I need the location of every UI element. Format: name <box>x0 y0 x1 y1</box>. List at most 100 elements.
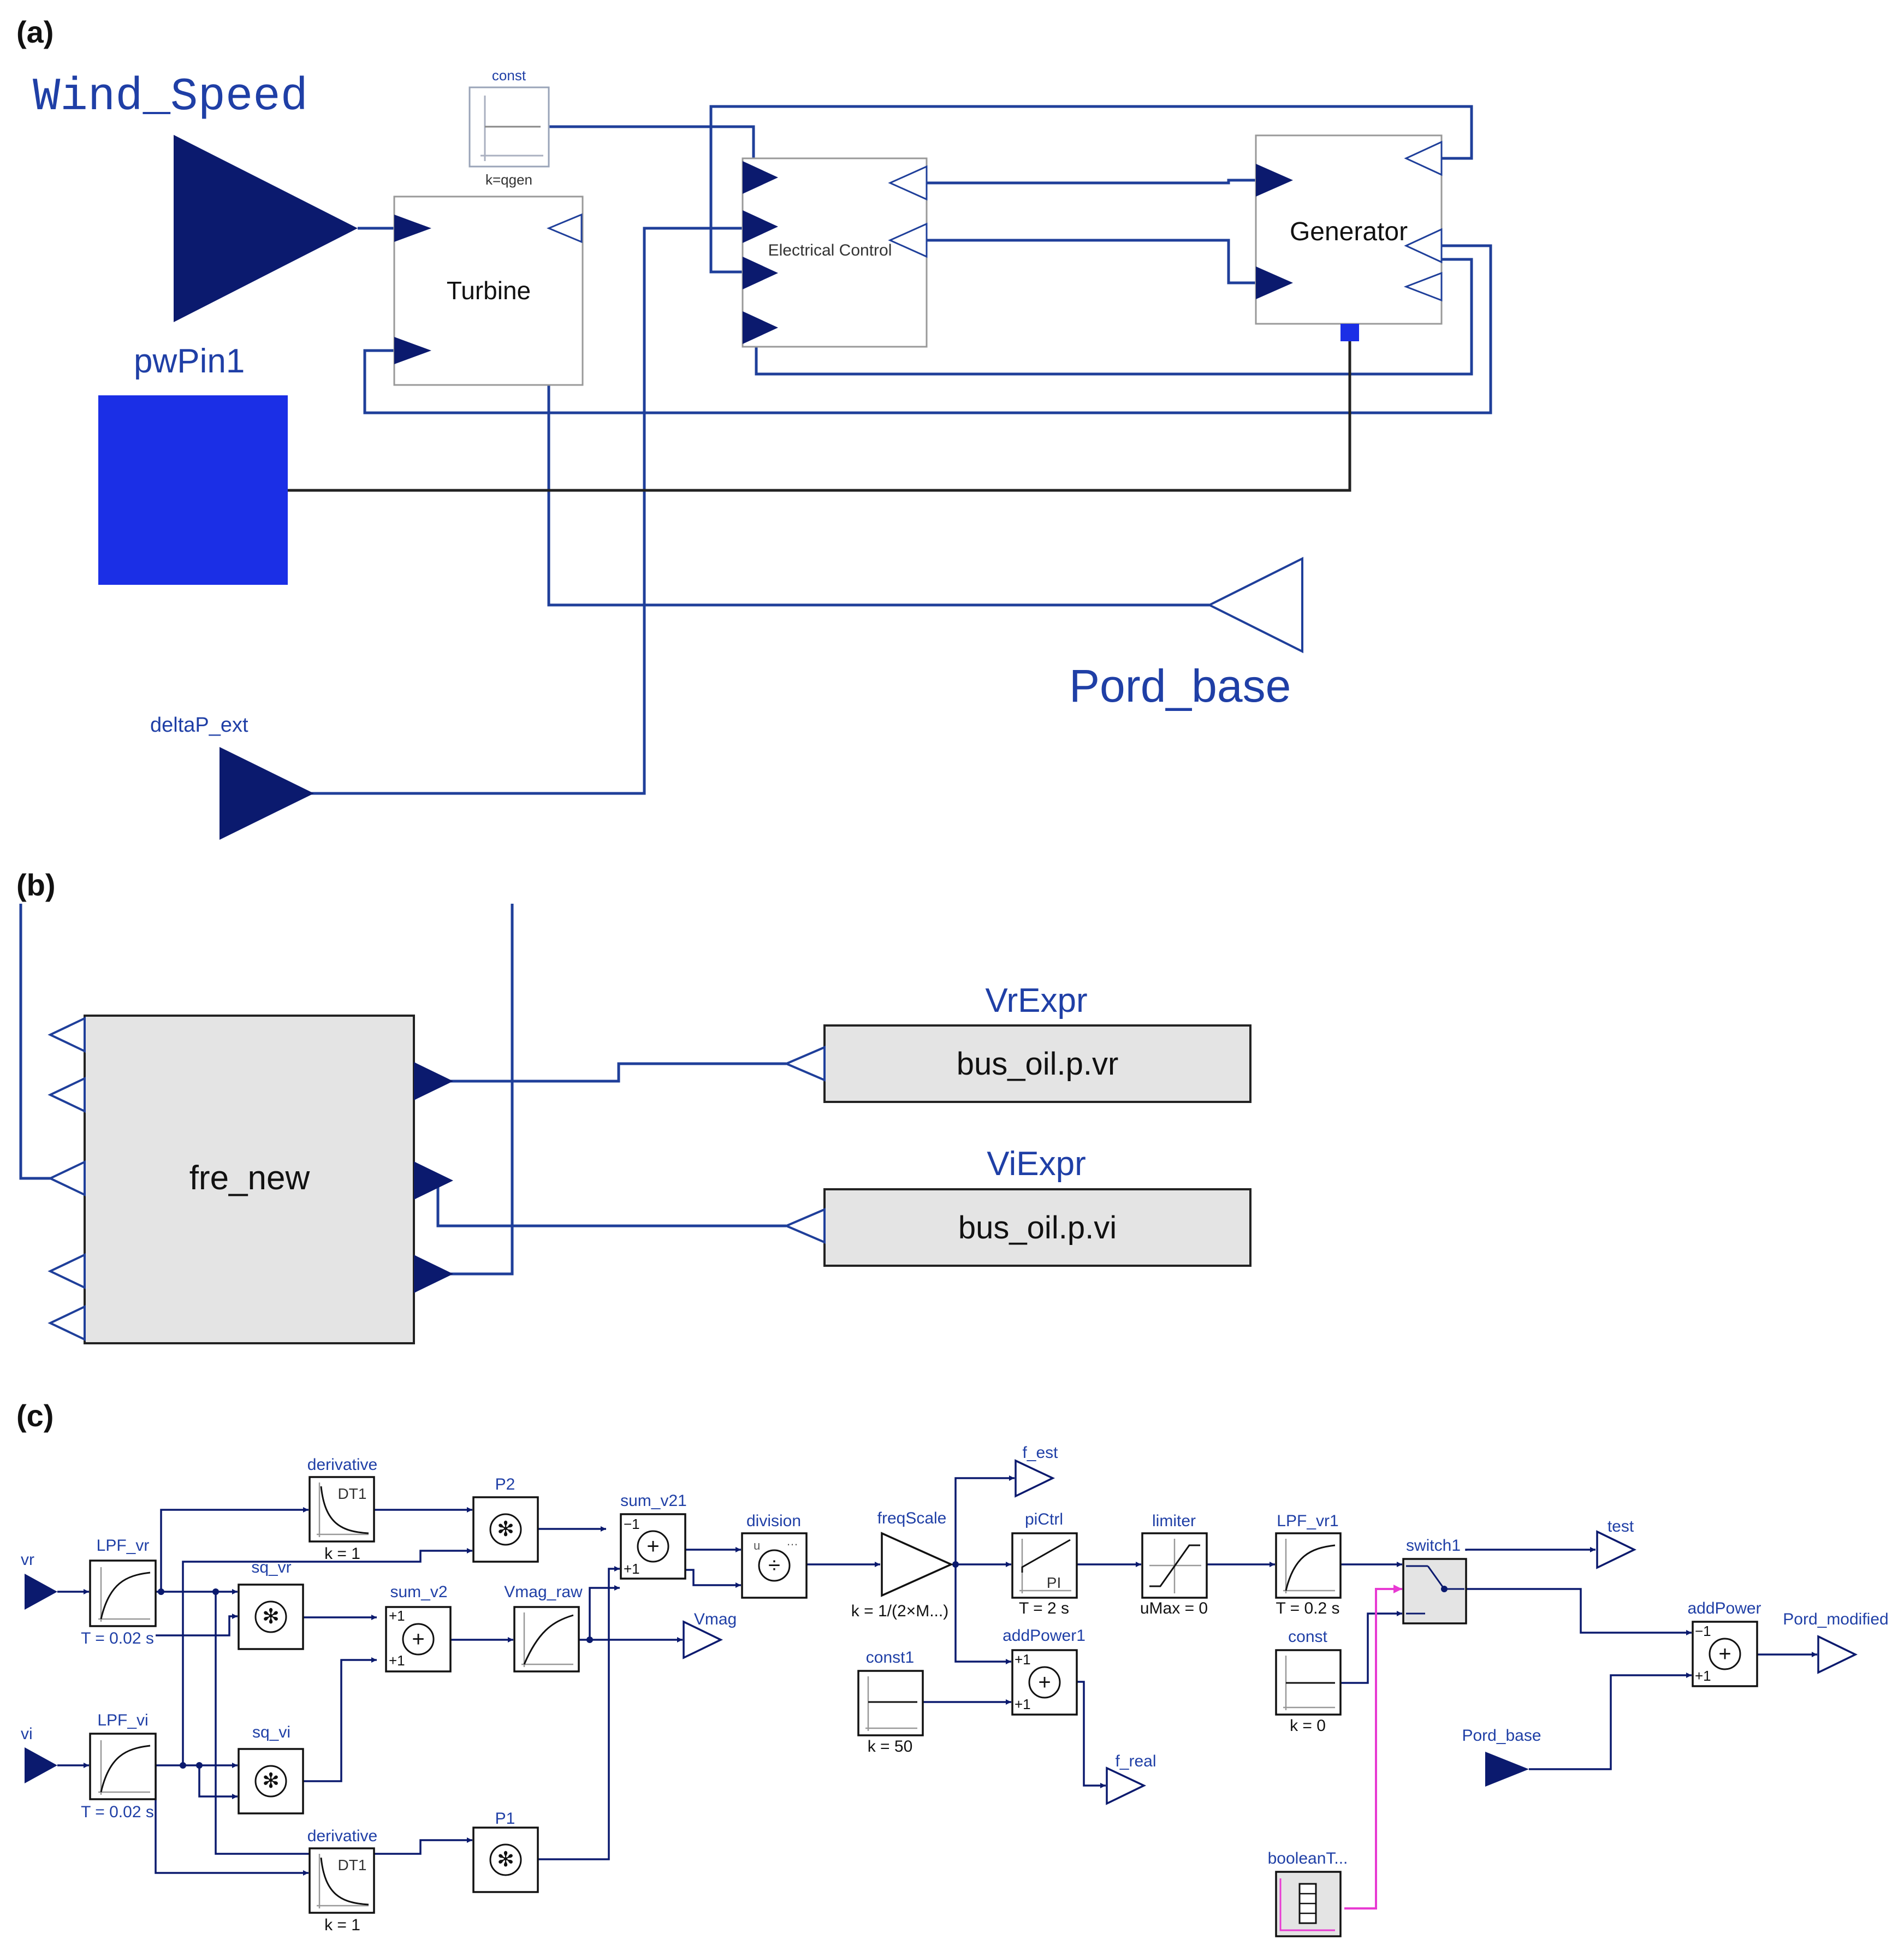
derivative-top-dt1: DT1 <box>338 1485 367 1502</box>
const1-block[interactable] <box>857 1670 924 1736</box>
const-c-block[interactable] <box>1275 1649 1342 1716</box>
pord-modified-label: Pord_modified <box>1783 1610 1888 1628</box>
division-block[interactable]: ÷ u … <box>741 1532 808 1599</box>
deltap-ext-input[interactable] <box>220 747 314 840</box>
pictrl-param: T = 2 s <box>1019 1599 1069 1617</box>
generator-pin[interactable] <box>1340 324 1359 341</box>
freqscale-label: freqScale <box>877 1509 947 1527</box>
generator-label: Generator <box>1290 217 1408 246</box>
sq-vi-label: sq_vi <box>252 1723 290 1741</box>
addpower-block[interactable]: + <box>1692 1621 1758 1687</box>
panel-b: (b) fre_new VrExpr bus_oil.p.vr ViExpr <box>16 868 1251 1344</box>
limiter-block[interactable] <box>1141 1532 1208 1599</box>
svg-text:✻: ✻ <box>497 1848 514 1871</box>
pictrl-pi: PI <box>1047 1574 1061 1591</box>
sum-v21-block[interactable]: + <box>620 1513 686 1580</box>
lpf-vr1-block[interactable] <box>1275 1532 1342 1599</box>
p2-block[interactable]: ✻ <box>472 1496 539 1563</box>
const-a-label: const <box>492 67 526 84</box>
wire-ec-to-gen2 <box>927 239 1256 284</box>
pwpin-block[interactable] <box>98 395 288 585</box>
sq-vi-block[interactable]: ✻ <box>238 1748 304 1814</box>
sum-v21-sign-bottom: +1 <box>624 1561 640 1577</box>
vr-expr-block[interactable] <box>783 1024 1251 1103</box>
turbine-block[interactable] <box>393 195 584 386</box>
electrical-control-block[interactable] <box>742 157 928 348</box>
lpf-vi-label: LPF_vi <box>97 1711 148 1729</box>
wire-vr-to-fre <box>449 1062 786 1083</box>
lpf-vi-block[interactable] <box>89 1733 157 1800</box>
sum-v2-block[interactable]: + <box>385 1606 452 1673</box>
vi-input[interactable] <box>25 1747 57 1783</box>
svg-text:+: + <box>1718 1642 1731 1666</box>
addpower1-sign-bottom: +1 <box>1015 1696 1031 1712</box>
f-real-label: f_real <box>1115 1752 1156 1770</box>
freqscale-param: k = 1/(2×M...) <box>851 1602 948 1620</box>
sum-v21-label: sum_v21 <box>620 1492 687 1510</box>
panel-c: (c) <box>16 1398 1889 1937</box>
vmag-raw-block[interactable] <box>513 1606 580 1673</box>
const1-label: const1 <box>866 1648 914 1667</box>
p1-block[interactable]: ✻ <box>472 1827 539 1893</box>
svg-text:✻: ✻ <box>262 1770 280 1793</box>
derivative-top-label: derivative <box>307 1456 377 1474</box>
f-est-label: f_est <box>1022 1444 1058 1462</box>
panel-a-tag: (a) <box>16 15 54 49</box>
vmag-output[interactable] <box>683 1620 723 1659</box>
pord-modified-output[interactable] <box>1817 1635 1858 1674</box>
vi-label: vi <box>21 1725 33 1743</box>
wire-ec-to-gen1 <box>927 179 1256 185</box>
pwpin-label: pwPin1 <box>134 342 245 380</box>
wire-vi-to-fre <box>436 1181 786 1228</box>
wind-speed-input[interactable] <box>174 135 358 322</box>
wire-gen-to-turbine-bottom <box>363 244 1492 414</box>
vr-expr-value: bus_oil.p.vr <box>957 1046 1119 1082</box>
lpf-vr-param: T = 0.02 s <box>81 1629 154 1647</box>
generator-block[interactable] <box>1255 134 1443 341</box>
switch1-block[interactable] <box>1402 1558 1467 1624</box>
f-est-output[interactable] <box>1015 1459 1055 1498</box>
sq-vr-label: sq_vr <box>251 1558 291 1576</box>
svg-text:+: + <box>412 1627 424 1651</box>
pord-base-c-input[interactable] <box>1485 1752 1529 1787</box>
sum-v2-sign-top: +1 <box>389 1608 405 1624</box>
addpower1-label: addPower1 <box>1003 1627 1086 1645</box>
booleant-block[interactable] <box>1275 1871 1342 1937</box>
derivative-top-block[interactable] <box>309 1476 375 1543</box>
const-c-label: const <box>1288 1628 1327 1646</box>
pord-base-output[interactable] <box>1207 556 1303 654</box>
vi-expr-block[interactable] <box>783 1188 1251 1267</box>
limiter-param: uMax = 0 <box>1140 1599 1208 1617</box>
p2-label: P2 <box>495 1475 515 1493</box>
derivative-top-param: k = 1 <box>324 1545 360 1563</box>
svg-text:÷: ÷ <box>768 1553 780 1578</box>
wire-boolean-to-switch <box>1344 1585 1402 1910</box>
addpower-sign-bottom: +1 <box>1695 1668 1711 1684</box>
switch1-label: switch1 <box>1406 1537 1461 1555</box>
wire-gen-loop-top <box>709 105 1473 274</box>
sum-v2-label: sum_v2 <box>390 1583 447 1601</box>
const-a-block[interactable] <box>468 86 550 168</box>
wire-deltap-up <box>307 227 743 795</box>
test-output[interactable] <box>1596 1530 1637 1569</box>
wire-const-to-ec <box>549 125 755 165</box>
pictrl-block[interactable] <box>1011 1532 1078 1599</box>
panel-b-tag: (b) <box>16 868 56 902</box>
f-real-output[interactable] <box>1106 1766 1147 1805</box>
derivative-bottom-block[interactable] <box>309 1847 375 1914</box>
panel-c-wires <box>57 1475 1817 1876</box>
lpf-vr-block[interactable] <box>89 1559 157 1627</box>
fre-new-label: fre_new <box>189 1159 310 1197</box>
sq-vr-block[interactable]: ✻ <box>238 1584 304 1650</box>
lpf-vr1-label: LPF_vr1 <box>1277 1512 1338 1530</box>
addpower-sign-top: −1 <box>1695 1623 1711 1639</box>
vr-input[interactable] <box>25 1574 57 1610</box>
svg-text:u: u <box>754 1539 760 1552</box>
pictrl-label: piCtrl <box>1025 1510 1063 1528</box>
addpower1-block[interactable]: + <box>1011 1649 1078 1716</box>
freqscale-gain[interactable] <box>881 1532 954 1597</box>
vi-expr-label: ViExpr <box>987 1145 1086 1183</box>
fre-new-block[interactable] <box>48 1015 453 1344</box>
derivative-bottom-label: derivative <box>307 1827 377 1845</box>
